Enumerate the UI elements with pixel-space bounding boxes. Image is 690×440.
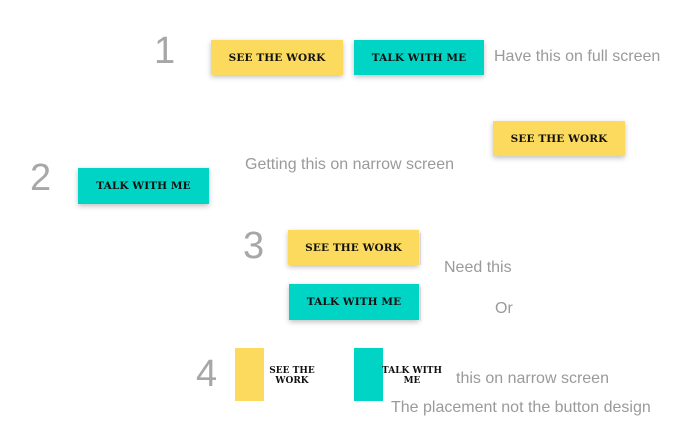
- talk-with-me-label-line2: ME: [403, 376, 421, 386]
- see-the-work-label-line1: SEE THE: [269, 366, 315, 376]
- talk-with-me-button[interactable]: TALK WITH ME: [354, 40, 484, 75]
- divider: [420, 287, 421, 321]
- divider: [420, 233, 421, 265]
- see-the-work-label-line2: WORK: [275, 376, 309, 386]
- talk-with-me-label-line1: TALK WITH: [382, 366, 442, 376]
- note-narrow-screen: Getting this on narrow screen: [245, 156, 454, 173]
- talk-with-me-button-stacked[interactable]: TALK WITH ME: [289, 284, 419, 320]
- step-number-3: 3: [243, 225, 265, 267]
- note-need-this: Need this: [444, 259, 512, 276]
- talk-with-me-label: TALK WITH ME: [381, 366, 443, 386]
- note-full-screen: Have this on full screen: [494, 48, 661, 65]
- step-number-4: 4: [196, 353, 218, 395]
- see-the-work-button-narrow[interactable]: SEE THE WORK: [493, 121, 625, 156]
- step-number-2: 2: [30, 157, 52, 199]
- see-the-work-button-stacked[interactable]: SEE THE WORK: [288, 230, 419, 265]
- note-or: Or: [495, 300, 513, 317]
- see-the-work-button[interactable]: SEE THE WORK: [211, 40, 343, 75]
- step-number-1: 1: [154, 30, 176, 72]
- note-placement: The placement not the button design: [391, 399, 651, 416]
- talk-with-me-button-narrow[interactable]: TALK WITH ME: [78, 168, 209, 204]
- see-the-work-label: SEE THE WORK: [262, 366, 322, 386]
- talk-with-me-strip[interactable]: [354, 348, 383, 401]
- note-this-narrow-screen: this on narrow screen: [456, 370, 609, 387]
- see-the-work-strip[interactable]: [235, 348, 264, 401]
